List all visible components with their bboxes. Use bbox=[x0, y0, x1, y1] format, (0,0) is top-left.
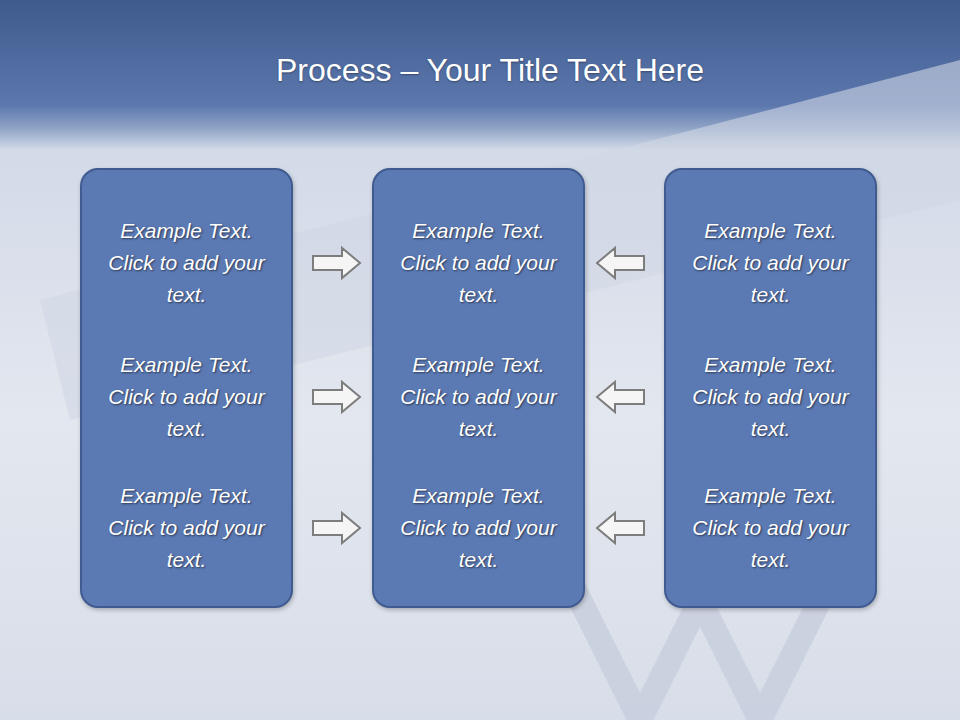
box-text: Example Text. Click to add your text. bbox=[102, 480, 272, 576]
box-text: Example Text. Click to add your text. bbox=[394, 215, 564, 311]
block-arrow bbox=[313, 513, 360, 543]
block-arrow bbox=[313, 382, 360, 412]
process-box: Example Text. Click to add your text. Exa… bbox=[372, 168, 585, 608]
block-arrow bbox=[313, 248, 360, 278]
slide-title: Process – Your Title Text Here bbox=[0, 52, 960, 89]
process-box: Example Text. Click to add your text. Exa… bbox=[664, 168, 877, 608]
block-arrow bbox=[597, 513, 644, 543]
block-arrow bbox=[597, 382, 644, 412]
box-text: Example Text. Click to add your text. bbox=[686, 480, 856, 576]
block-arrow bbox=[597, 248, 644, 278]
box-text: Example Text. Click to add your text. bbox=[686, 349, 856, 445]
box-text: Example Text. Click to add your text. bbox=[394, 349, 564, 445]
box-text: Example Text. Click to add your text. bbox=[686, 215, 856, 311]
box-text: Example Text. Click to add your text. bbox=[394, 480, 564, 576]
process-box: Example Text. Click to add your text. Exa… bbox=[80, 168, 293, 608]
box-text: Example Text. Click to add your text. bbox=[102, 215, 272, 311]
box-text: Example Text. Click to add your text. bbox=[102, 349, 272, 445]
